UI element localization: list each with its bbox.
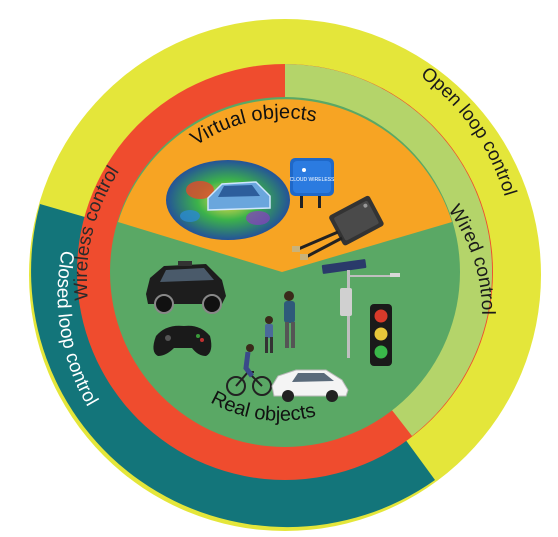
cloud-wireless-device-icon: CLOUD WIRELESS — [290, 158, 335, 208]
game-controller-icon — [153, 325, 212, 356]
device-text: CLOUD WIRELESS — [290, 177, 335, 183]
wired-sensor-icon — [292, 195, 384, 260]
black-car-icon — [146, 261, 226, 314]
white-car-icon — [271, 369, 349, 402]
solar-street-light-icon — [321, 259, 400, 358]
cyclist-icon — [226, 344, 272, 396]
traffic-light-icon — [370, 304, 392, 366]
point-cloud-car-icon — [166, 160, 290, 240]
pedestrians-icon — [265, 291, 295, 353]
